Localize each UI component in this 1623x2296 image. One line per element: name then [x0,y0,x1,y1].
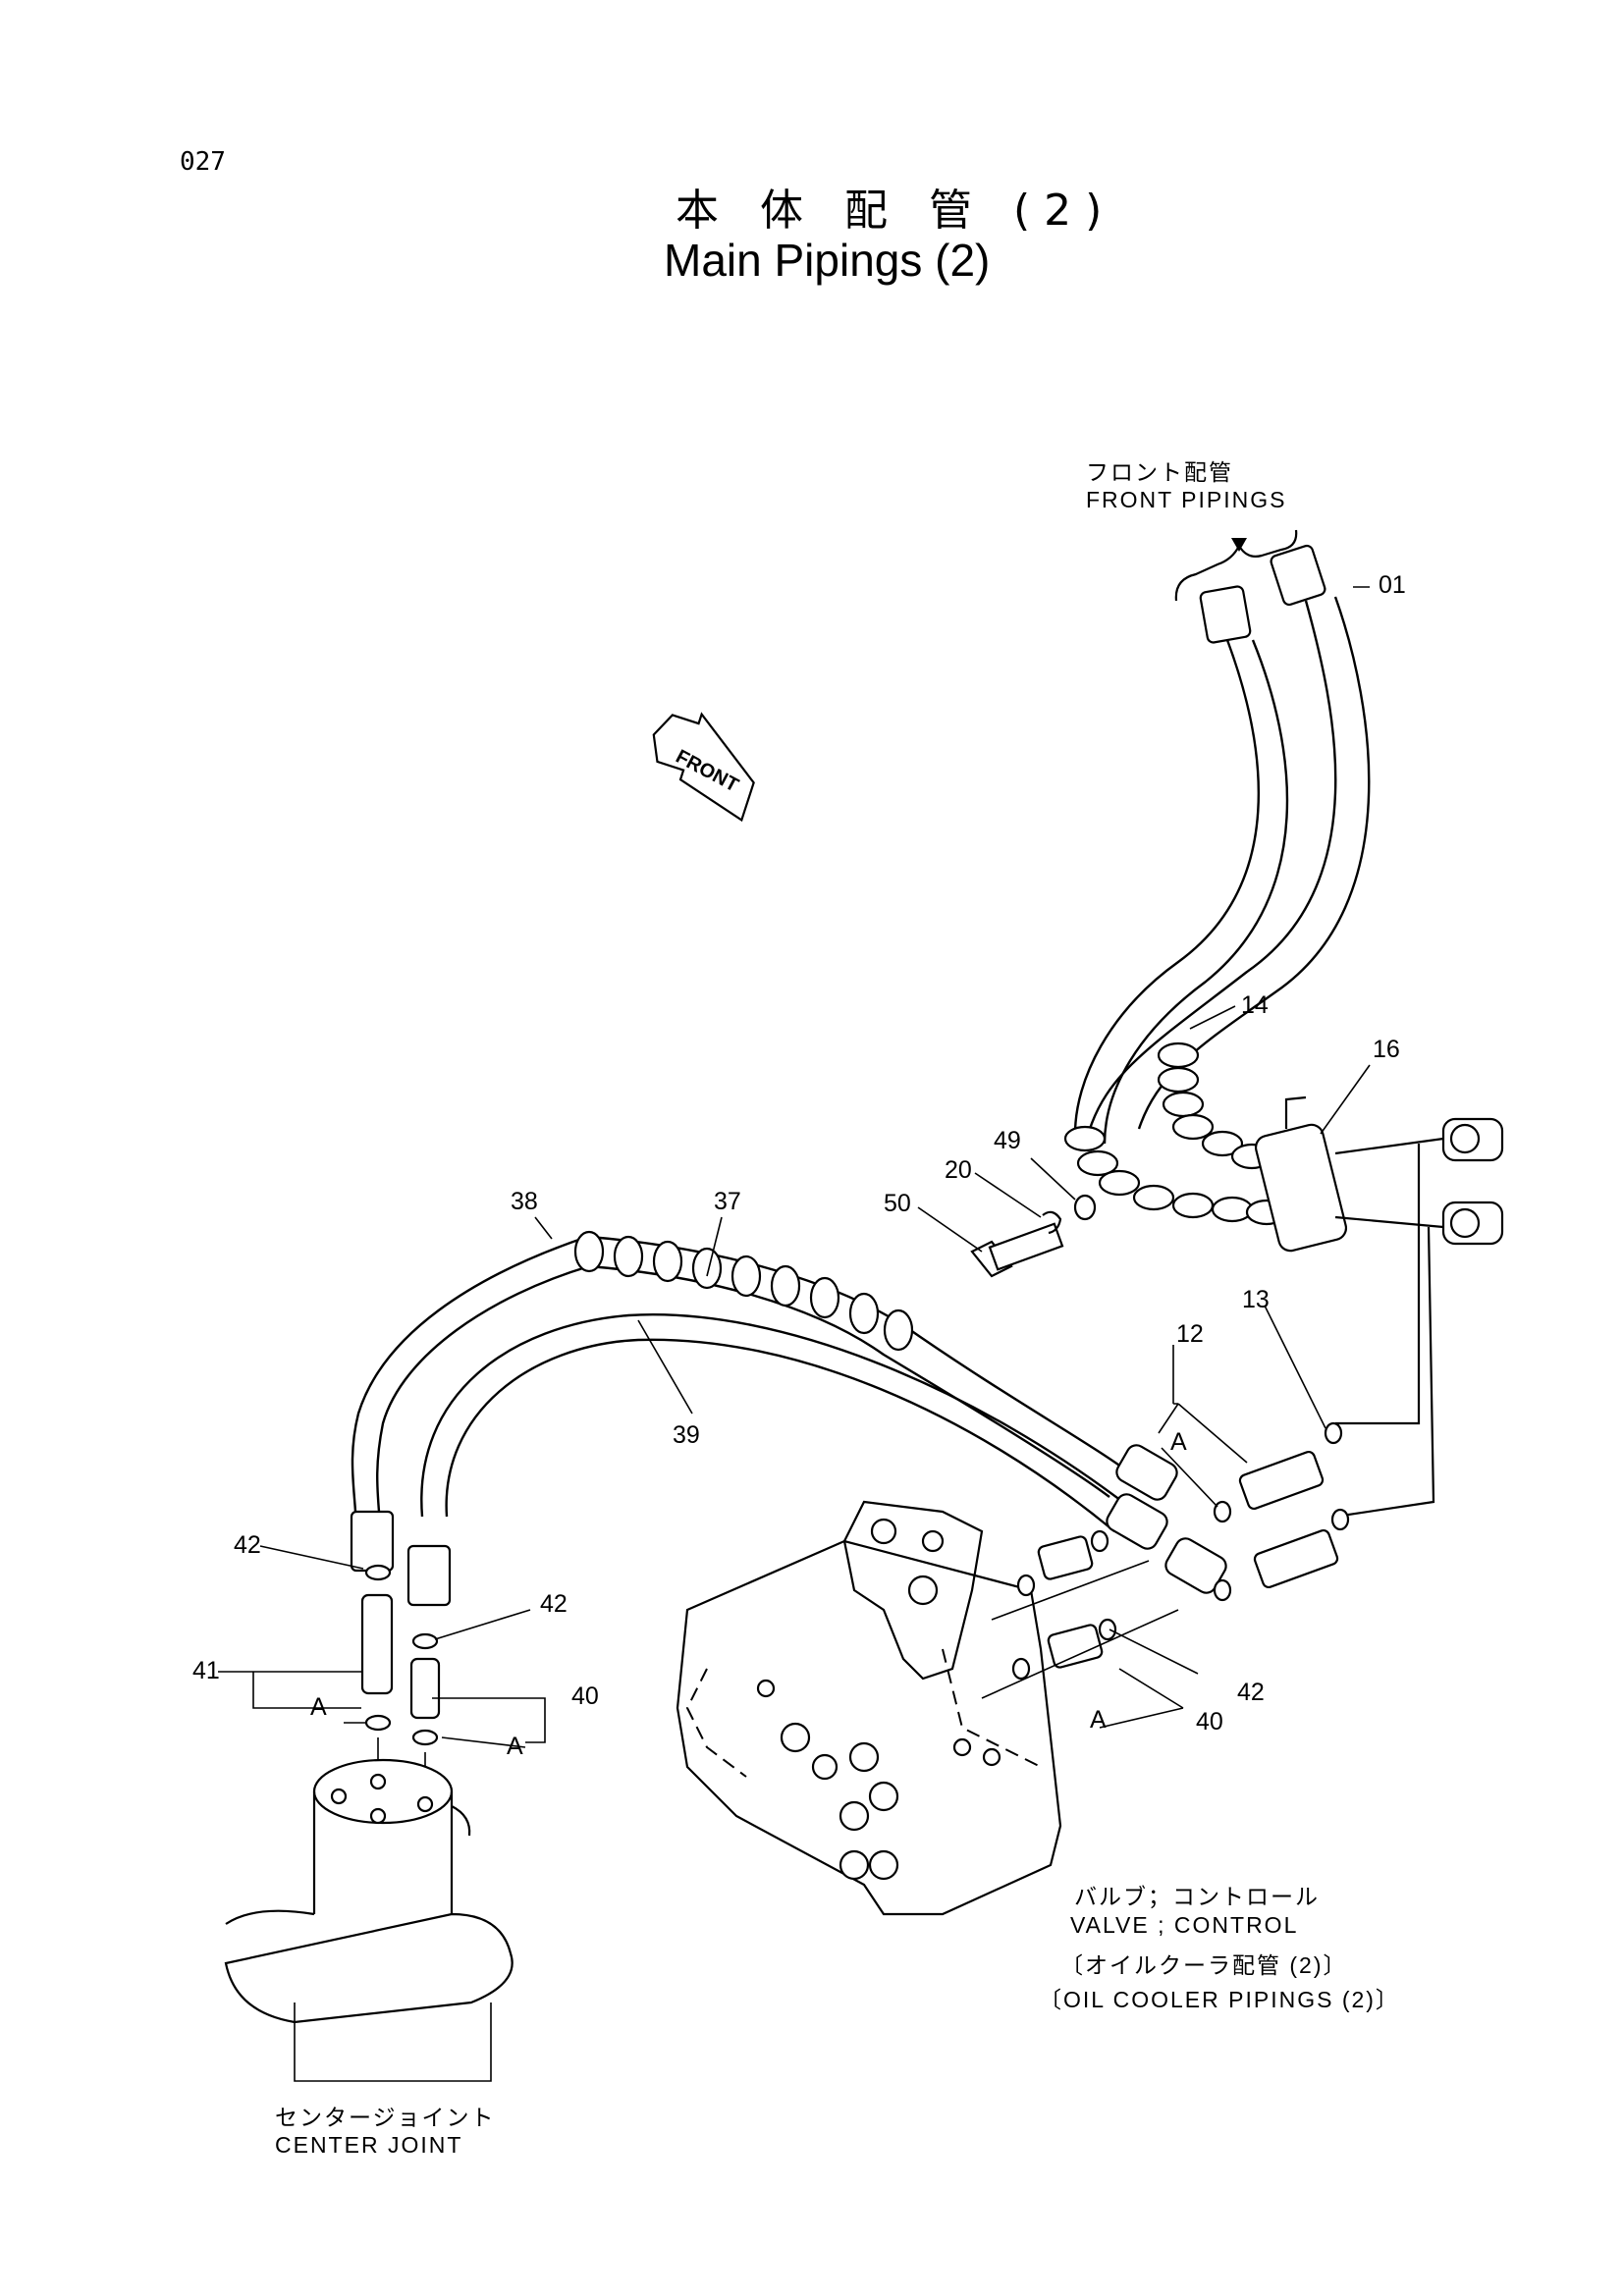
hose-39 [420,1313,1130,1532]
valve-fittings [981,1500,1232,1699]
oil-cooler-label-en: 〔OIL COOLER PIPINGS (2)〕 [1039,1987,1400,2012]
oil-cooler-label-ja: 〔オイルクーラ配管 (2)〕 [1060,1952,1348,1978]
callout-01: 01 [1379,571,1406,599]
callout-13: 13 [1242,1286,1270,1313]
callout-41: 41 [192,1657,220,1684]
callout-40-b: 40 [1196,1708,1223,1735]
center-joint-label-ja: センタージョイント [275,2105,496,2130]
o-ring-42-left [364,1564,439,1746]
hose-38 [351,1235,590,1513]
adapter-12 [1238,1450,1339,1589]
callout-a-2: A [310,1693,327,1721]
front-pipings-label-ja: フロント配管 [1086,459,1233,485]
callout-42-b: 42 [540,1590,568,1618]
control-valve-body [676,1500,1062,1916]
washer-20 [1042,1210,1062,1235]
leader-lines [218,586,1371,2082]
callout-a-4: A [1090,1706,1107,1734]
callout-42-a: 42 [234,1531,261,1559]
callout-37: 37 [714,1188,741,1215]
hose-end-fitting-39 [406,1544,452,1607]
hose-end-fitting-38 [350,1510,395,1573]
center-joint-label-en: CENTER JOINT [275,2132,463,2158]
callout-39: 39 [673,1421,700,1449]
callout-50: 50 [884,1190,911,1217]
valve-label-en: VALVE ; CONTROL [1070,1912,1299,1938]
front-pipings-label-en: FRONT PIPINGS [1086,487,1287,512]
page-number: 027 [180,147,226,177]
bolt-50 [970,1222,1064,1278]
title-english: Main Pipings (2) [664,235,991,286]
front-arrow-icon: FRONT [652,712,755,823]
callout-14: 14 [1241,991,1269,1019]
callout-40-a: 40 [571,1682,599,1710]
front-pipings-bracket [1174,529,1298,602]
hose-01 [1073,544,1371,1145]
callout-a-3: A [507,1733,523,1760]
callout-a-1: A [1170,1428,1187,1456]
hose-14-sleeve [1063,1041,1288,1226]
callout-20: 20 [945,1156,972,1184]
callout-49: 49 [994,1127,1021,1154]
o-ring-13 [1324,1421,1350,1531]
title-japanese: 本 体 配 管 (2) [676,186,1116,236]
callout-12: 12 [1176,1320,1204,1348]
callout-38: 38 [511,1188,538,1215]
clamp-16 [1254,1095,1444,1253]
washer-49 [1073,1194,1097,1221]
callout-16: 16 [1373,1036,1400,1063]
hose-37 [573,1230,1130,1498]
valve-label-ja: バルブ；コントロール [1074,1884,1320,1909]
elbow-fittings-center [1106,1444,1227,1594]
adapter-41 [360,1593,394,1695]
elbow-fittings-right [1334,1117,1504,1519]
center-joint-body [224,1758,514,2024]
callout-42-c: 42 [1237,1679,1265,1706]
adapter-40-left [409,1657,441,1720]
